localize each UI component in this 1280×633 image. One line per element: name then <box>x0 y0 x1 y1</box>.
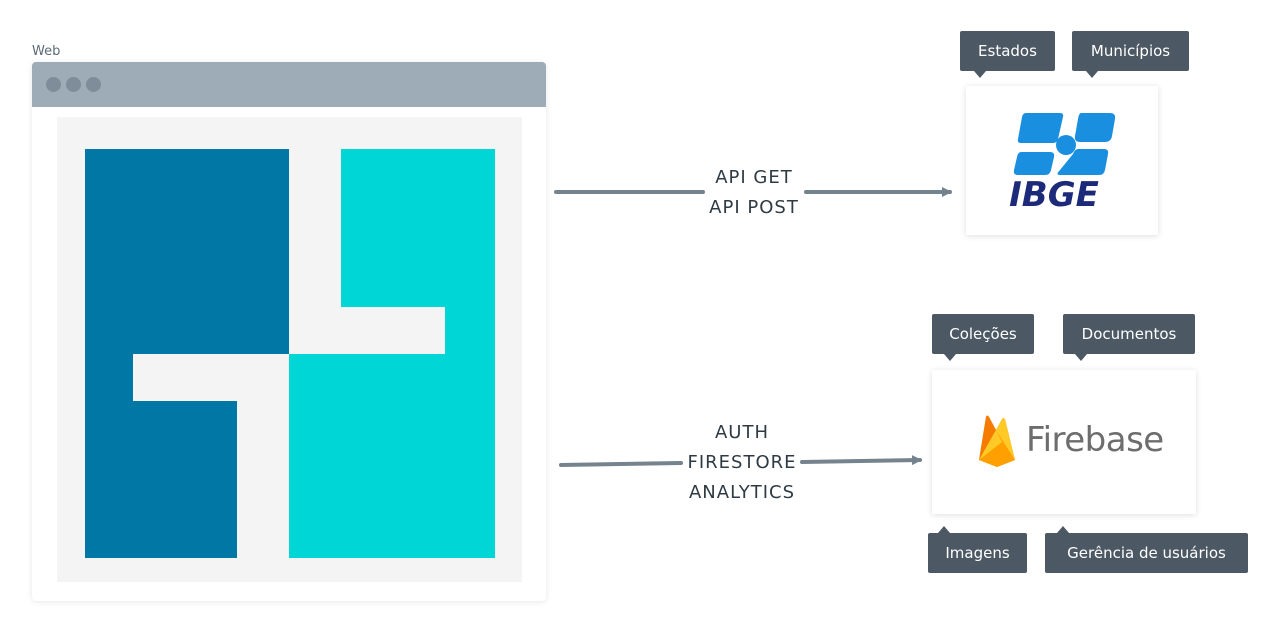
connection-label: API POST <box>709 197 799 218</box>
connection-label: API GET <box>715 167 793 188</box>
ibge-shape-bottom-right <box>1057 149 1109 175</box>
ibge-card: IBGE <box>966 86 1158 235</box>
ibge-logo: IBGE <box>1009 113 1116 215</box>
app-logo <box>85 149 495 558</box>
window-dot-icon <box>46 77 61 92</box>
ibge-tag-municipios: Municípios <box>1072 31 1189 78</box>
firebase-connection-labels: AUTH FIRESTORE ANALYTICS <box>676 418 808 508</box>
firebase-connector-line <box>559 461 683 467</box>
firebase-tag-documentos: Documentos <box>1063 314 1195 361</box>
firebase-tag-gerencia: Gerência de usuários <box>1045 526 1248 573</box>
firebase-flame-icon <box>979 415 1015 467</box>
firebase-tag-imagens: Imagens <box>928 526 1027 573</box>
app-logo-frame <box>57 117 522 582</box>
firebase-card <box>932 370 1196 514</box>
web-label: Web <box>32 44 61 59</box>
logo-block-light-bottom <box>289 354 495 558</box>
ibge-shape-top-right <box>1074 113 1116 142</box>
ibge-tag-estados: Estados <box>960 31 1055 78</box>
firebase-connector-arrow <box>800 455 922 466</box>
logo-notch-stem <box>237 401 289 558</box>
connection-label: AUTH <box>714 422 770 443</box>
ibge-shape-center <box>1056 135 1076 155</box>
logo-gap <box>289 149 341 354</box>
ibge-connection-labels: API GET API POST <box>690 163 818 223</box>
logo-notch-left <box>133 354 289 401</box>
ibge-shape-top-left <box>1017 113 1064 143</box>
logo-notch-right <box>341 307 445 354</box>
window-dot-icon <box>86 77 101 92</box>
ibge-shape-bottom-left <box>1013 152 1055 175</box>
connection-label: ANALYTICS <box>688 482 796 503</box>
firebase-wordmark: Firebase <box>1026 420 1164 460</box>
ibge-logo-text: IBGE <box>1009 175 1099 215</box>
window-dot-icon <box>66 77 81 92</box>
browser-title-bar <box>32 62 546 107</box>
firebase-tag-colecoes: Coleções <box>932 314 1034 361</box>
connection-label: FIRESTORE <box>687 452 797 473</box>
